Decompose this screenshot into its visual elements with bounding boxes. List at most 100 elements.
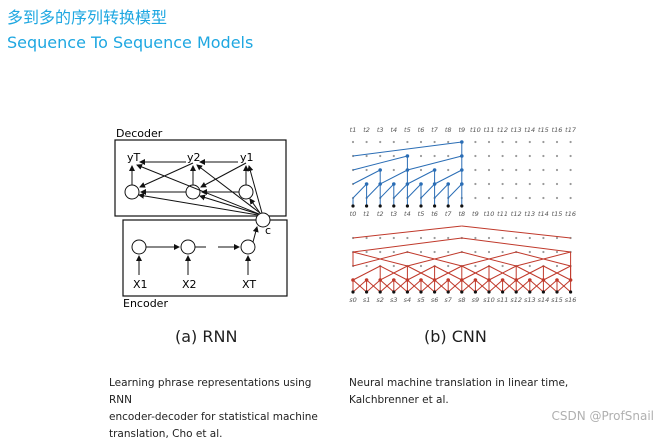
grid-dot (555, 196, 559, 200)
grid-dot (447, 264, 450, 268)
source-label: s10 (483, 296, 495, 304)
grid-dot (365, 236, 368, 240)
grid-dot (447, 140, 450, 144)
decoder-node (460, 154, 464, 158)
grid-dot (528, 168, 531, 172)
grid-dot (379, 140, 382, 144)
source-label: s15 (551, 296, 563, 304)
grid-dot (501, 140, 504, 144)
source-node (365, 290, 369, 294)
encoder-link (352, 237, 462, 253)
source-node (460, 290, 464, 294)
grid-dot (433, 236, 436, 240)
top-time-label: t15 (538, 126, 549, 134)
grid-dot (487, 168, 491, 172)
encoder-node (351, 278, 355, 282)
source-node (541, 290, 546, 294)
grid-dot (433, 140, 436, 144)
mid-time-label: t4 (404, 210, 411, 218)
decoder-node (351, 204, 355, 208)
reference-rnn-line: Learning phrase representations using RN… (109, 377, 312, 406)
encoder-link (379, 265, 408, 281)
grid-dot (528, 236, 531, 240)
encoder-link (543, 265, 571, 281)
grid-dot (528, 154, 531, 158)
mid-time-label: t10 (484, 210, 495, 218)
top-time-label: t2 (363, 126, 370, 134)
source-label: s14 (538, 296, 550, 304)
decoder-link (352, 169, 381, 185)
grid-dot (447, 168, 450, 172)
decoder-node (419, 204, 423, 208)
grid-dot (555, 264, 559, 268)
top-time-label: t1 (350, 126, 357, 134)
top-time-label: t10 (470, 126, 481, 134)
encoder-link (556, 279, 571, 293)
caption-cnn: (b) CNN (424, 327, 487, 346)
source-label: s0 (349, 296, 357, 304)
grid-dot (392, 264, 395, 268)
source-node (514, 290, 518, 294)
decoder-node (392, 204, 396, 208)
grid-dot (406, 236, 409, 240)
encoder-node (500, 278, 505, 282)
top-time-label: t9 (458, 126, 465, 134)
grid-dot (487, 236, 491, 240)
mid-time-label: t6 (431, 210, 438, 218)
source-label: s3 (390, 296, 398, 304)
grid-dot (555, 250, 559, 254)
decoder-node (405, 168, 410, 172)
source-node (351, 290, 355, 294)
decoder-link (420, 183, 435, 199)
grid-dot (569, 182, 572, 186)
grid-dot (528, 264, 531, 268)
source-node (419, 290, 423, 294)
source-label: s11 (497, 296, 509, 304)
grid-dot (365, 250, 368, 254)
encoder-node (432, 278, 437, 282)
encoder-node (392, 278, 396, 282)
decoder-link (379, 169, 408, 185)
top-time-label: t14 (524, 126, 535, 134)
source-node (446, 290, 450, 294)
source-label: s1 (363, 296, 371, 304)
grid-dot (501, 250, 504, 254)
encoder-node (487, 278, 491, 282)
mid-time-label: t11 (497, 210, 508, 218)
grid-dot (447, 154, 450, 158)
reference-rnn-line: encoder-decoder for statistical machine (109, 411, 318, 423)
grid-dot (474, 196, 477, 200)
decoder-node (392, 182, 396, 186)
encoder-link (434, 279, 449, 293)
grid-dot (406, 140, 409, 144)
grid-dot (379, 236, 382, 240)
decoder-label: Decoder (116, 127, 163, 140)
source-label: s9 (472, 296, 480, 304)
decoder-node (365, 204, 369, 208)
mid-time-label: t5 (418, 210, 425, 218)
grid-dot (501, 236, 504, 240)
mid-time-label: t0 (350, 210, 357, 218)
top-time-label: t3 (377, 126, 384, 134)
context-node (255, 212, 271, 228)
grid-dot (569, 140, 572, 144)
decoder-node (432, 168, 437, 172)
grid-dot (474, 140, 477, 144)
grid-dot (542, 250, 545, 254)
grid-dot (487, 140, 491, 144)
encoder-link (516, 251, 571, 267)
encoder-link (379, 279, 395, 293)
grid-dot (569, 154, 572, 158)
mid-time-label: t7 (445, 210, 453, 218)
mid-time-label: t14 (538, 210, 549, 218)
watermark: CSDN @ProfSnail (551, 409, 654, 423)
encoder-node (378, 278, 383, 282)
grid-dot (501, 154, 504, 158)
encoder-link (543, 279, 558, 293)
top-time-label: t13 (511, 126, 522, 134)
source-node (501, 290, 505, 294)
decoder-node (405, 204, 409, 208)
grid-dot (392, 140, 395, 144)
slide-title-english: Sequence To Sequence Models (7, 33, 254, 52)
grid-dot (365, 264, 368, 268)
